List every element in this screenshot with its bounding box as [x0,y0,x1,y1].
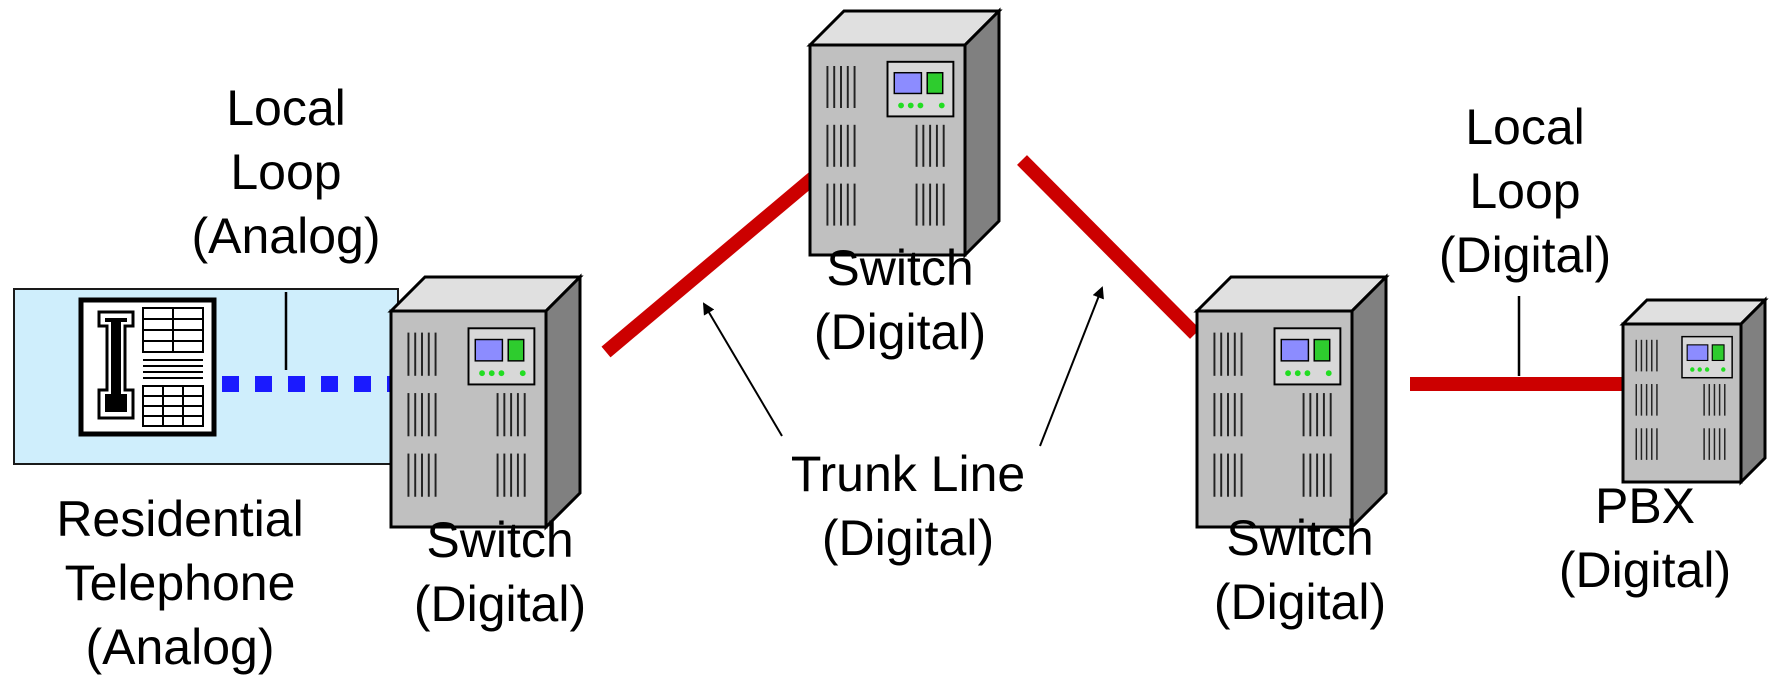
label-local-loop-analog: Local Loop (Analog) [191,80,381,264]
label-switch-left: Switch (Digital) [413,512,587,632]
switch-left-icon [387,273,584,531]
switch-right-icon [1193,273,1390,531]
label-trunk-line: Trunk Line (Digital) [790,446,1026,566]
trunk-arrow-left [702,302,783,437]
label-local-loop-digital: Local Loop (Digital) [1438,99,1612,283]
label-switch-top: Switch (Digital) [813,240,987,360]
pbx-icon [1619,296,1769,486]
label-pbx: PBX (Digital) [1558,478,1732,598]
telephone-icon [78,297,217,437]
trunk-line-left [601,172,818,358]
label-switch-right: Switch (Digital) [1213,510,1387,630]
switch-top-icon [806,7,1003,259]
label-residential-telephone: Residential Telephone (Analog) [56,491,304,675]
trunk-line-right [1017,155,1200,339]
trunk-arrow-right [1039,286,1104,447]
